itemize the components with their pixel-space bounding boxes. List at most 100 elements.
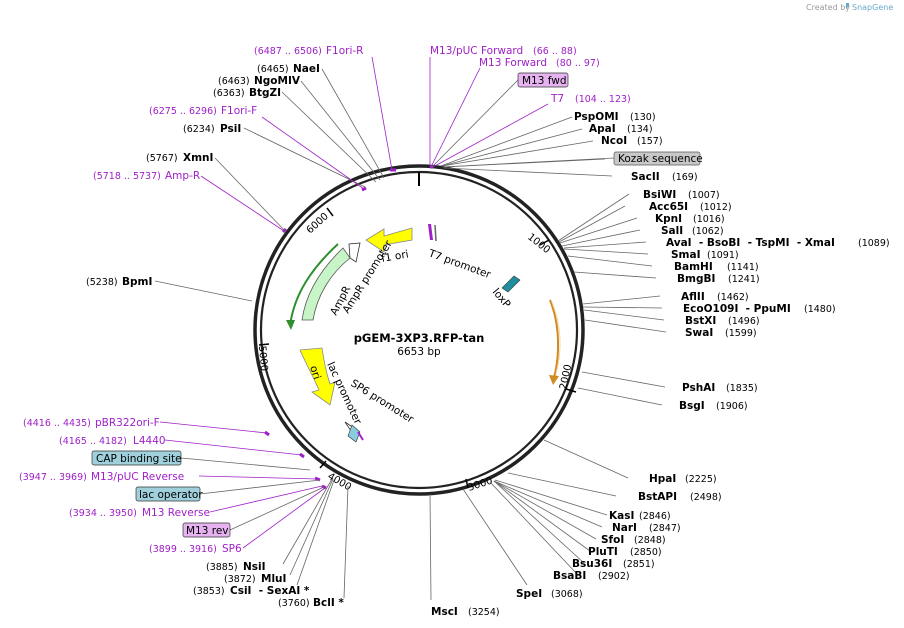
badge-lac-operator: lac operator <box>135 486 203 502</box>
site-pos: (1241) <box>728 274 760 285</box>
tick-label-6000: 6000 <box>305 211 331 236</box>
site-pos: (5767) <box>146 153 178 164</box>
site-pos: (3254) <box>468 607 500 618</box>
tick-1000: 1000 <box>525 232 552 256</box>
tick-5000: 5000 <box>256 343 269 372</box>
site-name: PshAI <box>682 382 715 394</box>
site-name: SpeI <box>516 588 542 600</box>
site-pos: (3885) <box>206 562 238 573</box>
site-name: SmaI <box>671 249 701 261</box>
site-name: KasI <box>609 510 634 522</box>
feature-name: pBR322ori-F <box>95 417 160 429</box>
orf-orange-line <box>549 299 560 379</box>
site-pos: (5238) <box>86 277 118 288</box>
site-name: SwaI <box>685 327 713 339</box>
site-name: BamHI <box>674 261 713 273</box>
feature-name: M13 Forward <box>479 57 547 69</box>
site-leader-lines <box>154 68 667 601</box>
site-name: NsiI <box>243 561 266 573</box>
site-name: MluI <box>261 573 286 585</box>
site-name: Acc65I <box>649 201 688 213</box>
site-name: Bsu36I <box>572 558 612 570</box>
site-pos: (130) <box>630 112 656 123</box>
feature-name: L4440 <box>133 435 166 447</box>
loxp-arrow <box>501 275 521 293</box>
badge-m13-fwd: M13 fwd <box>517 72 569 88</box>
site-pos: (1480) <box>804 304 836 315</box>
site-name: BclI * <box>313 597 344 609</box>
tick-6000: 6000 <box>305 207 334 236</box>
badge-m13-rev-text: M13 rev <box>186 525 229 537</box>
feature-pos: (3899 .. 3916) <box>149 544 217 555</box>
ampr-arrow <box>301 247 351 321</box>
site-name: SfoI <box>601 534 624 546</box>
site-name: PsiI <box>220 123 241 135</box>
plasmid-name: pGEM-3XP3.RFP-tan <box>354 331 485 345</box>
ori-arrow <box>299 347 336 406</box>
site-name: NaeI <box>293 63 320 75</box>
t7-promoter-marker <box>434 224 437 242</box>
site-pos: (1835) <box>726 383 758 394</box>
site-pos: (169) <box>672 172 698 183</box>
feature-name: T7 <box>550 93 564 105</box>
site-pos: (1089) <box>858 238 890 249</box>
feature-pos: (6487 .. 6506) <box>254 46 322 57</box>
site-pos: (3872) <box>224 574 256 585</box>
site-name: SalI <box>661 225 683 237</box>
tick-label-2000: 2000 <box>558 363 574 390</box>
site-name: EcoO109I - PpuMI <box>683 303 791 315</box>
t7-promoter-arrow <box>428 224 433 240</box>
site-labels-left: (3760)BclI * (3853)CsiI - SexAI * (3872)… <box>86 63 344 609</box>
feature-name: Amp-R <box>165 170 200 182</box>
site-name: AflII <box>681 291 705 303</box>
site-name: XmnI <box>183 152 213 164</box>
site-pos: (3068) <box>551 589 583 600</box>
backbone <box>253 164 585 496</box>
orf-orange-shadow <box>551 301 561 375</box>
feature-pos: (3934 .. 3950) <box>69 508 137 519</box>
feature-pos: (5718 .. 5737) <box>93 171 161 182</box>
site-name: BsgI <box>679 400 705 412</box>
site-pos: (1062) <box>692 226 724 237</box>
ampr-orf-line <box>289 243 339 327</box>
sp6-mark <box>357 431 364 441</box>
plasmid-size: 6653 bp <box>397 346 441 358</box>
site-pos: (2498) <box>690 492 722 503</box>
site-pos: (1462) <box>717 292 749 303</box>
site-name: PspOMI <box>574 111 619 123</box>
site-pos: (1141) <box>727 262 759 273</box>
f1-ori-label: f1 ori <box>380 248 409 265</box>
site-pos: (2902) <box>598 571 630 582</box>
backbone-outer-strand <box>253 164 585 496</box>
credit-text: Created by <box>806 3 850 12</box>
site-name: BpmI <box>122 276 152 288</box>
sp6-promoter-arrow <box>347 424 361 443</box>
site-name: PluTI <box>588 546 618 558</box>
badge-m13-fwd-text: M13 fwd <box>522 75 567 87</box>
site-pos: (1016) <box>693 214 725 225</box>
feature-pos: (4416 .. 4435) <box>23 418 91 429</box>
feature-pos: (104 .. 123) <box>575 94 631 105</box>
badge-cap: CAP binding site <box>91 450 182 466</box>
site-pos: (3853) <box>193 586 225 597</box>
credit-brand: SnapGene <box>852 3 893 12</box>
site-labels-right: PspOMI(130) ApaI(134) NcoI(157) SacII(16… <box>431 111 890 618</box>
site-pos: (2848) <box>634 535 666 546</box>
site-pos: (2851) <box>623 559 655 570</box>
site-pos: (2847) <box>649 523 681 534</box>
site-pos: (3760) <box>278 598 310 609</box>
site-pos: (2846) <box>639 511 671 522</box>
site-pos: (2225) <box>685 474 717 485</box>
badge-leader-lines <box>180 79 615 531</box>
site-name: BstXI <box>685 315 716 327</box>
feature-name: F1ori-F <box>221 105 257 117</box>
badge-m13-rev: M13 rev <box>182 522 231 538</box>
site-name: BsaBI <box>553 570 586 582</box>
site-pos: (1599) <box>725 328 757 339</box>
site-name: ApaI <box>589 123 616 135</box>
tick-2000: 2000 <box>558 363 577 393</box>
site-pos: (157) <box>637 136 663 147</box>
site-pos: (6234) <box>183 124 215 135</box>
feature-name: SP6 <box>222 543 242 555</box>
